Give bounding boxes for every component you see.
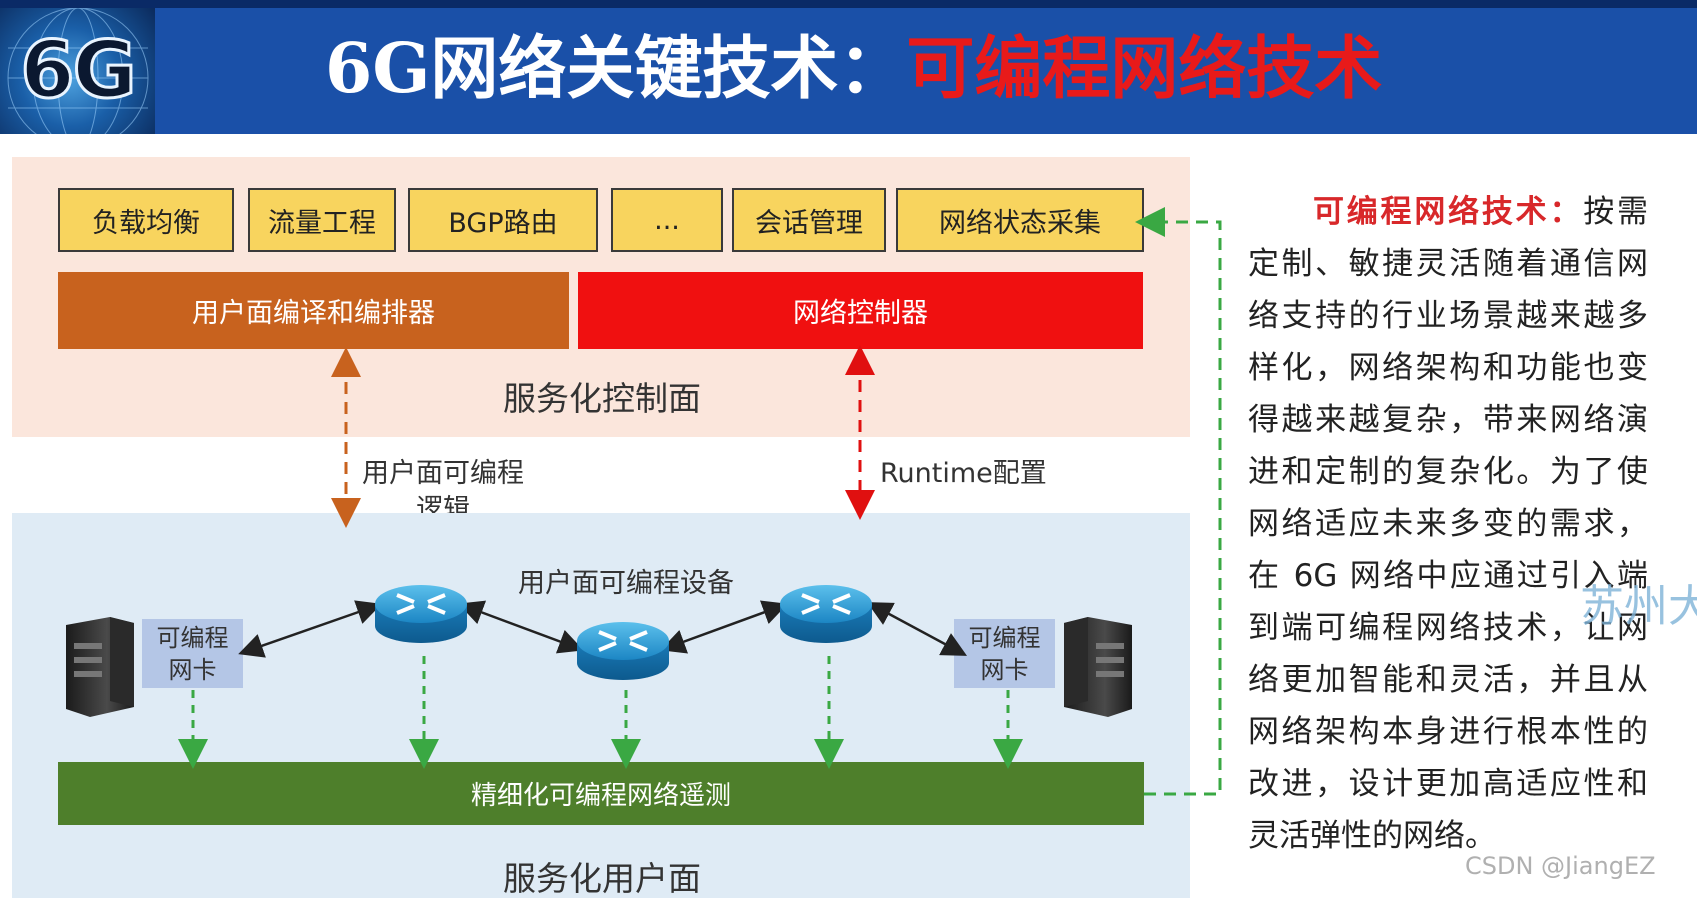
logo-text: 6G	[19, 25, 138, 118]
link-router-router	[660, 600, 788, 654]
app-traffic-engineering: 流量工程	[248, 188, 396, 252]
network-controller: 网络控制器	[578, 272, 1143, 349]
telemetry-feedback-arrow	[1135, 207, 1222, 796]
control-plane-label: 服务化控制面	[503, 379, 701, 418]
header-banner	[0, 0, 1697, 134]
nic-left-line2: 网卡	[168, 655, 217, 684]
server-icon	[1064, 617, 1132, 717]
description-body: 按需定制、敏捷灵活随着通信网络支持的行业场景越来越多样化，网络架构和功能也变得越…	[1248, 194, 1649, 854]
nic-left-line1: 可编程	[156, 623, 229, 652]
router-icon	[780, 585, 872, 643]
programmable-devices-label: 用户面可编程设备	[518, 568, 734, 599]
router-icon	[375, 585, 467, 643]
app-bgp-routing: BGP路由	[408, 188, 598, 252]
fine-grained-telemetry-bar: 精细化可编程网络遥测	[58, 762, 1144, 825]
description-text: 可编程网络技术：按需定制、敏捷灵活随着通信网络支持的行业场景越来越多样化，网络架…	[1248, 186, 1648, 862]
app-load-balancing: 负载均衡	[58, 188, 234, 252]
app-ellipsis: ...	[611, 188, 723, 252]
compiler-orchestrator: 用户面编译和编排器	[58, 272, 569, 349]
nic-right-line1: 可编程	[968, 623, 1041, 652]
page-title: 6G网络关键技术：可编程网络技术	[325, 24, 1382, 114]
title-highlight: 可编程网络技术	[906, 29, 1383, 109]
server-icon	[66, 617, 134, 717]
programmable-nic-left: 可编程网卡	[142, 619, 243, 688]
logo-6g: 6G	[0, 8, 155, 134]
link-router-nic	[866, 602, 968, 656]
title-main: 6G网络关键技术：	[325, 29, 907, 109]
router-icon	[577, 622, 669, 680]
nic-right-line2: 网卡	[980, 655, 1029, 684]
programmable-logic-line1: 用户面可编程	[362, 458, 524, 489]
programmable-nic-right: 可编程网卡	[954, 619, 1055, 688]
data-plane-area	[12, 513, 1190, 898]
description-heading: 可编程网络技术：	[1313, 194, 1584, 230]
app-network-state-collection: 网络状态采集	[896, 188, 1144, 252]
runtime-config-label: Runtime配置	[880, 458, 1047, 489]
globe-grid-icon	[7, 8, 149, 134]
app-session-management: 会话管理	[732, 188, 886, 252]
user-plane-label: 服务化用户面	[503, 859, 701, 898]
link-nic-router	[238, 600, 382, 658]
link-router-router	[458, 600, 584, 654]
watermark-text: 苏州大	[1580, 581, 1697, 632]
header-top-line	[0, 0, 1697, 8]
csdn-credit: CSDN @JiangEZ	[1465, 852, 1656, 880]
